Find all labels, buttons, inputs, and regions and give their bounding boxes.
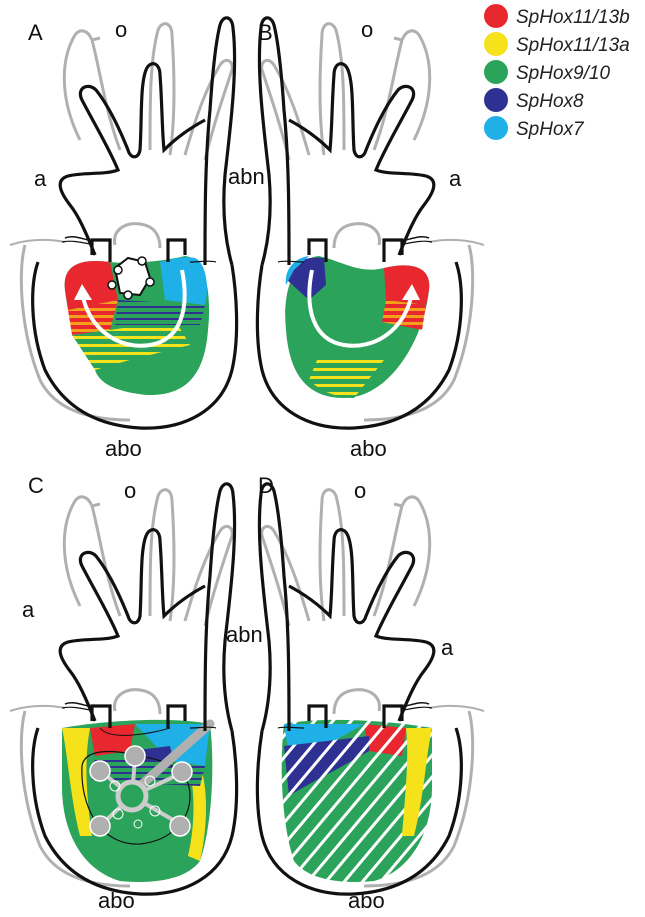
panel-b-label-a: a xyxy=(449,166,462,191)
panel-a-label-a: a xyxy=(34,166,47,191)
legend-swatch-0 xyxy=(484,4,508,28)
panel-d-label-o: o xyxy=(354,478,366,503)
legend: SpHox11/13b SpHox11/13a SpHox9/10 SpHox8… xyxy=(484,4,630,140)
legend-swatch-2 xyxy=(484,60,508,84)
legend-label-1: SpHox11/13a xyxy=(516,35,630,56)
panel-c-label-a: a xyxy=(22,597,35,622)
legend-label-0: SpHox11/13b xyxy=(516,7,630,28)
panel-a-letter: A xyxy=(28,20,43,45)
panel-d-label-a: a xyxy=(441,635,454,660)
panel-d: D o a abo xyxy=(257,473,484,913)
panel-a: A o a abn abo xyxy=(10,17,265,461)
panel-b-rudiment xyxy=(285,256,429,398)
panel-a-label-abo: abo xyxy=(105,436,142,461)
panel-c: C o a abn abo xyxy=(10,473,263,913)
legend-swatch-4 xyxy=(484,116,508,140)
panel-b: B o a abo xyxy=(257,17,484,461)
panel-a-label-o: o xyxy=(115,17,127,42)
panel-d-label-abo: abo xyxy=(348,888,385,913)
panel-c-letter: C xyxy=(28,473,44,498)
panel-d-letter: D xyxy=(258,473,274,498)
legend-label-2: SpHox9/10 xyxy=(516,63,610,84)
legend-swatch-1 xyxy=(484,32,508,56)
panel-b-label-o: o xyxy=(361,17,373,42)
panel-a-rudiment xyxy=(65,256,209,395)
panel-b-label-abo: abo xyxy=(350,436,387,461)
panel-d-rudiment xyxy=(282,720,432,882)
legend-label-3: SpHox8 xyxy=(516,91,584,112)
panel-a-label-abn: abn xyxy=(228,164,265,189)
legend-swatch-3 xyxy=(484,88,508,112)
panel-c-label-abo: abo xyxy=(98,888,135,913)
panel-c-rudiment xyxy=(62,720,212,882)
panel-c-label-o: o xyxy=(124,478,136,503)
legend-label-4: SpHox7 xyxy=(516,119,585,140)
panel-c-label-abn: abn xyxy=(226,622,263,647)
panel-b-letter: B xyxy=(258,20,273,45)
